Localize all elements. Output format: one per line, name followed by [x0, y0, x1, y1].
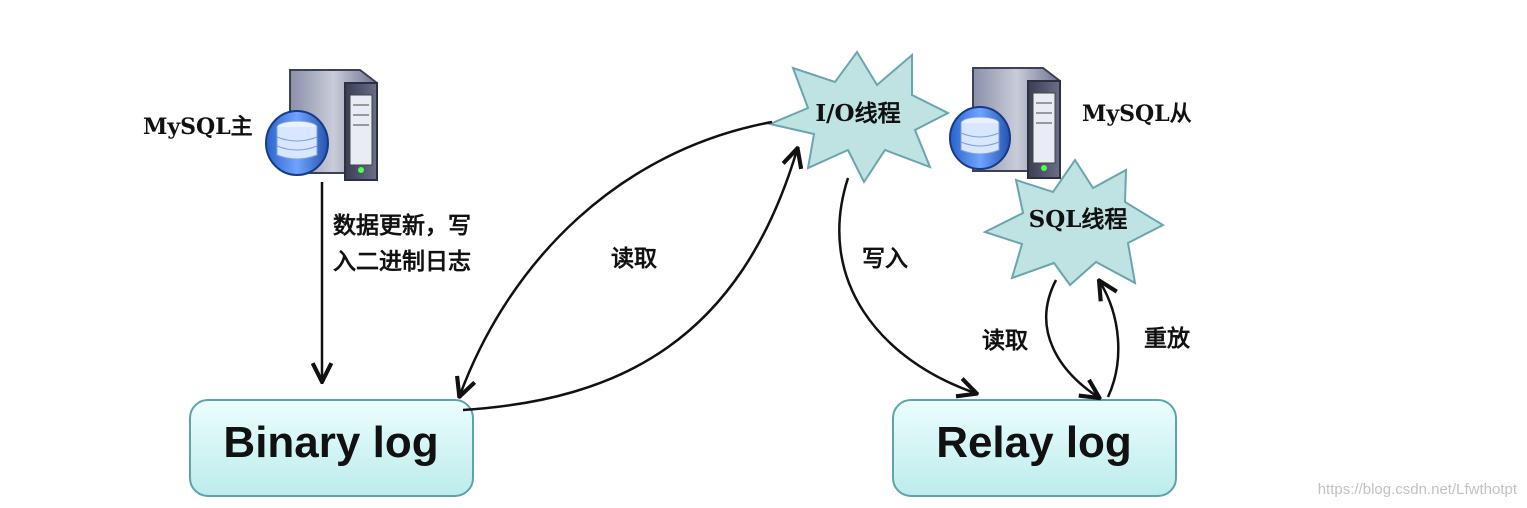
watermark: https://blog.csdn.net/Lfwthotpt	[1318, 481, 1518, 498]
database-icon	[265, 110, 329, 176]
binary-log-box	[189, 399, 474, 497]
sql-thread-star	[982, 158, 1166, 287]
edge-label-io-read: 读取	[611, 246, 657, 272]
io-thread-star	[766, 50, 951, 185]
arrow-relay-to-sql	[1100, 282, 1120, 398]
arrow-io-to-relay	[838, 177, 975, 393]
binary-log-label: Binary log	[223, 418, 438, 467]
relay-log-label: Relay log	[936, 418, 1132, 467]
edge-label-io-write: 写入	[862, 246, 908, 272]
sql-thread-label: SQL线程	[1029, 206, 1128, 233]
master-label: MySQL主	[143, 114, 253, 140]
edge-label-update-line1: 数据更新，写	[333, 212, 471, 239]
master-server-icon	[265, 69, 378, 182]
edge-label-sql-replay: 重放	[1144, 325, 1191, 352]
arrow-io-to-binlog	[460, 120, 773, 395]
relay-log-box	[892, 399, 1177, 497]
edge-label-sql-read: 读取	[982, 328, 1028, 354]
io-thread-label: I/O线程	[815, 100, 900, 127]
slave-server-icon	[949, 67, 1061, 180]
database-icon	[949, 106, 1011, 170]
arrow-sql-to-relay	[1045, 279, 1098, 397]
arrow-binlog-to-io	[462, 150, 797, 412]
slave-label: MySQL从	[1082, 101, 1192, 127]
edge-label-update-line2: 入二进制日志	[333, 249, 471, 275]
